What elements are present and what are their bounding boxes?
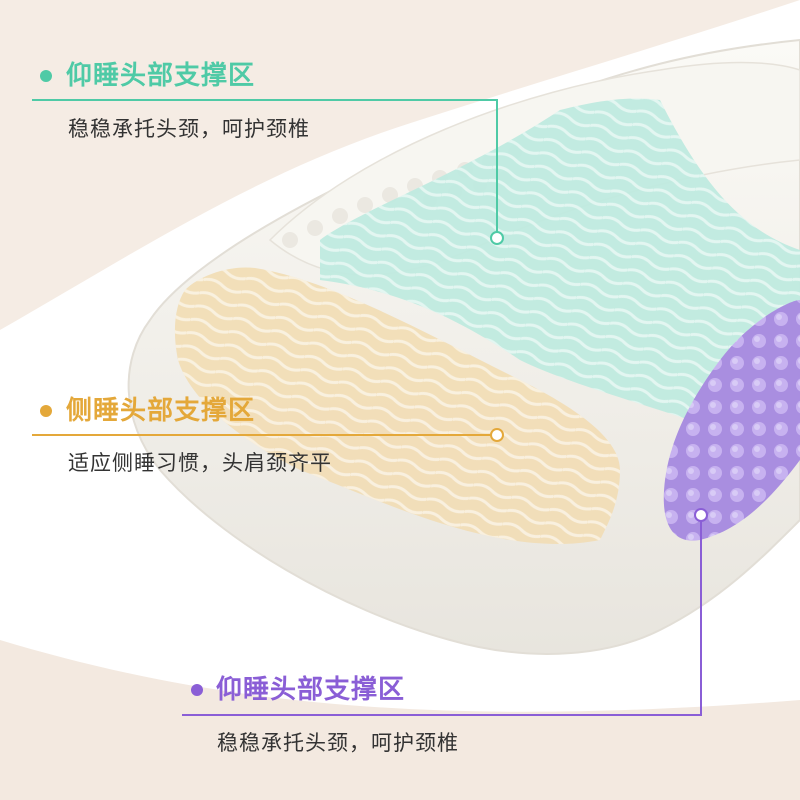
- green-bullet: [40, 70, 52, 82]
- zone-desc-back-sleep: 稳稳承托头颈，呵护颈椎: [68, 117, 310, 141]
- purple-bullet: [191, 684, 203, 696]
- yellow-zone-texture: [174, 267, 620, 544]
- green-anchor-point: [490, 231, 504, 245]
- zone-desc-back-sleep-bottom: 稳稳承托头颈，呵护颈椎: [217, 731, 459, 755]
- neck-zone-purple: [663, 300, 800, 541]
- yellow-anchor-point: [490, 428, 504, 442]
- background-wave-bottom: [0, 640, 800, 800]
- purple-anchor-point: [694, 508, 708, 522]
- yellow-bullet: [40, 405, 52, 417]
- green-connector-line: [32, 99, 498, 238]
- zone-desc-side-sleep: 适应侧睡习惯，头肩颈齐平: [68, 451, 332, 475]
- green-zone-texture: [320, 98, 800, 420]
- zone-title-back-sleep-bottom: 仰睡头部支撑区: [216, 675, 406, 705]
- purple-connector-line: [182, 515, 702, 716]
- zone-title-back-sleep: 仰睡头部支撑区: [66, 61, 256, 91]
- zone-title-side-sleep: 侧睡头部支撑区: [66, 396, 256, 426]
